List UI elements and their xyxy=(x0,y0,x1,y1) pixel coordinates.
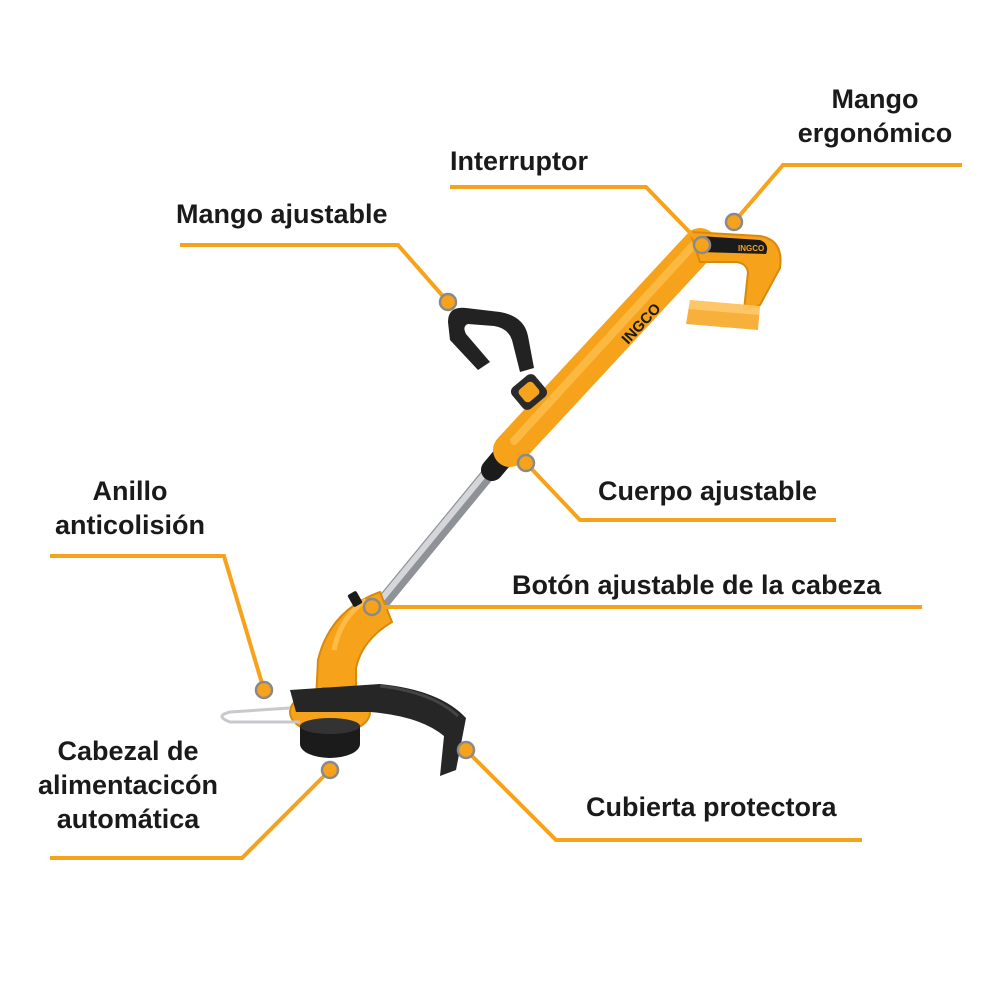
label-cabezal: Cabezal de alimentacicón automática xyxy=(20,734,236,836)
leader-anillo xyxy=(50,554,266,691)
leader-interruptor xyxy=(450,185,704,247)
label-mango-ergonomico-line2: ergonómico xyxy=(797,118,953,148)
dot-cuerpo-ajustable xyxy=(516,453,536,473)
callout-dots xyxy=(254,212,744,780)
leader-cuerpo-ajustable xyxy=(524,461,836,522)
label-interruptor: Interruptor xyxy=(450,146,588,176)
label-mango-ergonomico: Mango ergonómico xyxy=(790,82,960,150)
label-anillo-line1: Anillo xyxy=(92,476,168,506)
brand-logo-handle: INGCO xyxy=(738,244,764,253)
label-cabezal-line3: automática xyxy=(56,804,200,834)
label-cabezal-line1: Cabezal de xyxy=(57,736,199,766)
dot-mango-ergonomico xyxy=(724,212,744,232)
label-mango-ajustable: Mango ajustable xyxy=(176,199,388,229)
leader-cabezal xyxy=(50,768,332,860)
dot-cabezal xyxy=(320,760,340,780)
label-cubierta: Cubierta protectora xyxy=(586,792,837,822)
label-anillo: Anillo anticolisión xyxy=(40,474,220,542)
anti-collision-ring xyxy=(220,706,300,724)
gooseneck xyxy=(314,590,394,701)
front-handle-loop xyxy=(448,307,534,372)
dot-interruptor xyxy=(692,235,712,255)
label-anillo-line2: anticolisión xyxy=(54,510,206,540)
dot-cubierta xyxy=(456,740,476,760)
leader-mango-ergonomico xyxy=(732,163,962,224)
protective-guard xyxy=(290,684,466,776)
dot-mango-ajustable xyxy=(438,292,458,312)
string-trimmer-illustration: INGCO INGCO INGCO xyxy=(220,228,782,776)
leader-cubierta xyxy=(464,748,862,842)
label-boton-cabeza: Botón ajustable de la cabeza xyxy=(512,570,882,600)
label-cuerpo-ajustable: Cuerpo ajustable xyxy=(598,476,818,506)
dot-anillo xyxy=(254,680,274,700)
leader-lines xyxy=(50,163,962,860)
label-cabezal-line2: alimentacicón xyxy=(37,770,219,800)
leader-mango-ajustable xyxy=(180,243,450,304)
head-adjust-button xyxy=(347,591,363,607)
dot-boton-cabeza xyxy=(362,597,382,617)
label-mango-ergonomico-line1: Mango xyxy=(831,84,919,114)
